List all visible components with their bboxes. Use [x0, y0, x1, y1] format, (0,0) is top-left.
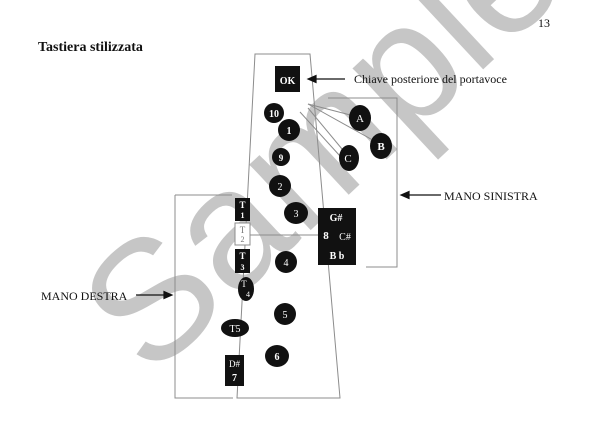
label-mano-destra: MANO DESTRA — [41, 289, 128, 303]
key-bflat-label: B b — [330, 251, 345, 262]
key-9-label: 9 — [279, 153, 284, 163]
key-9 — [272, 148, 290, 166]
key-2 — [269, 175, 291, 197]
key-t3-letter: T — [239, 251, 245, 261]
key-gsharp-label: G# — [330, 213, 343, 224]
label-mano-sinistra: MANO SINISTRA — [444, 189, 538, 203]
key-dsharp-label: D# — [229, 359, 240, 369]
key-c-label: C — [344, 153, 351, 165]
key-10-label: 10 — [269, 109, 279, 120]
arrows — [136, 74, 441, 300]
key-t2-letter: T — [240, 225, 246, 235]
page-title: Tastiera stilizzata — [38, 40, 143, 55]
key-t1-letter: T — [239, 200, 245, 210]
key-t4-number: 4 — [246, 290, 250, 299]
key-a — [349, 105, 371, 131]
key-b-label: B — [377, 141, 385, 153]
key-5-label: 5 — [283, 310, 288, 321]
key-1 — [278, 119, 300, 141]
key-t2-number: 2 — [241, 235, 245, 244]
key-ok-label: OK — [280, 76, 296, 87]
key-a-label: A — [356, 113, 364, 125]
key-t4-letter: T — [241, 279, 247, 289]
key-csharp-label: C# — [339, 232, 351, 243]
key-6-label: 6 — [275, 352, 280, 363]
key-block-dsharp-7 — [225, 355, 244, 386]
key-8-label: 8 — [323, 230, 329, 242]
key-t3-number: 3 — [241, 263, 245, 272]
key-4-label: 4 — [284, 258, 289, 269]
key-t4 — [238, 277, 254, 301]
key-3-label: 3 — [294, 209, 299, 220]
key-7-label: 7 — [232, 373, 237, 384]
key-1-label: 1 — [287, 126, 292, 137]
key-2-label: 2 — [278, 182, 283, 193]
key-10 — [264, 103, 284, 123]
key-b — [370, 133, 392, 159]
key-t1-number: 1 — [241, 211, 245, 220]
key-6 — [265, 345, 289, 367]
key-4 — [275, 251, 297, 273]
key-c — [339, 145, 359, 171]
page-number: 13 — [538, 16, 550, 30]
key-t3 — [235, 249, 250, 273]
key-3 — [284, 202, 308, 224]
key-ok — [275, 66, 300, 92]
key-t5-label: T5 — [229, 324, 240, 335]
key-block-gsharp-csharp — [318, 208, 356, 265]
label-chiave-posteriore: Chiave posteriore del portavoce — [354, 72, 507, 86]
key-t5 — [221, 319, 249, 337]
key-5 — [274, 303, 296, 325]
key-t1 — [235, 198, 250, 221]
key-t2 — [234, 222, 251, 246]
